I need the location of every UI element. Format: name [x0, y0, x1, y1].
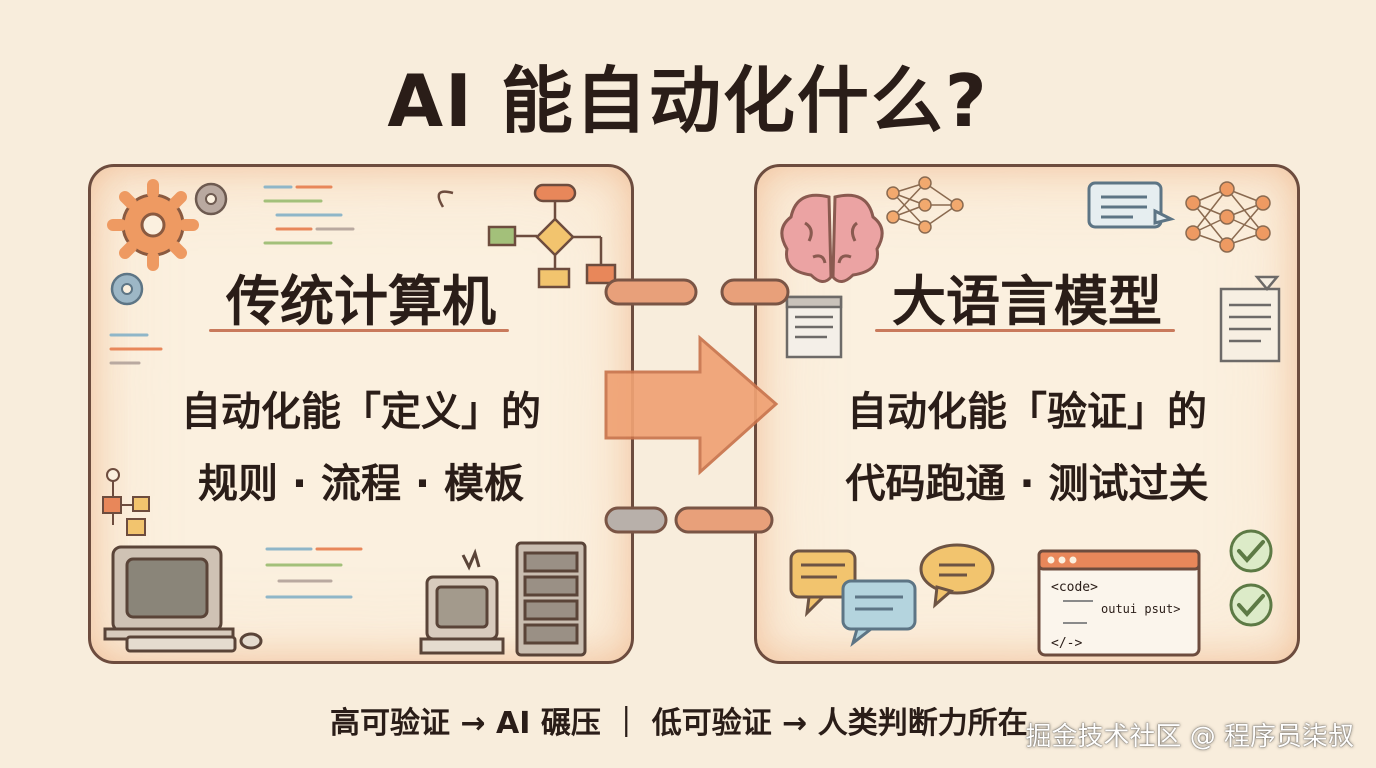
- footer-summary: 高可验证 → AI 碾压 ｜ 低可验证 → 人类判断力所在: [330, 706, 1028, 741]
- llm-heading: 大语言模型: [892, 270, 1162, 333]
- code-line-2: outui psut>: [1101, 602, 1180, 616]
- gear-icon: [107, 179, 199, 271]
- server-rack-icon: [515, 541, 587, 657]
- gear-icon: [110, 272, 144, 306]
- code-line-3: </->: [1051, 636, 1082, 651]
- chat-bubble-icon: [919, 543, 995, 609]
- code-line-1: <code>: [1051, 580, 1098, 595]
- neural-network-icon: [1185, 181, 1271, 253]
- traditional-computer-line1: 自动化能「定义」的: [181, 389, 541, 435]
- check-icon: [1229, 583, 1273, 627]
- llm-illustrations: <code> outui psut> </->: [780, 176, 1281, 657]
- document-icon: [785, 295, 843, 359]
- page-title: AI 能自动化什么?: [387, 59, 989, 143]
- llm-line1: 自动化能「验证」的: [847, 389, 1207, 435]
- heading-underline: [875, 329, 1175, 332]
- brain-icon: [780, 193, 884, 283]
- traditional-computer-heading: 传统计算机: [226, 270, 496, 333]
- llm-line2: 代码跑通 · 测试过关: [845, 461, 1209, 507]
- watermark: 掘金技术社区 @ 程序员柒叔: [1025, 722, 1354, 752]
- neural-network-icon: [886, 176, 964, 234]
- chat-bubble-icon: [1087, 181, 1176, 229]
- gear-icon: [194, 182, 228, 216]
- traditional-computer-panel: 传统计算机 自动化能「定义」的 规则 · 流程 · 模板: [88, 164, 634, 664]
- check-icon: [1229, 529, 1273, 573]
- code-window-icon: <code> outui psut> </->: [1037, 549, 1201, 657]
- retro-computer-icon: [419, 548, 505, 655]
- chat-bubble-icon: [841, 579, 917, 648]
- traditional-computer-line2: 规则 · 流程 · 模板: [197, 461, 525, 507]
- llm-panel: <code> outui psut> </-> 大语言模型 自动化能「验证」的 …: [754, 164, 1300, 664]
- flowchart-icon: [102, 468, 150, 536]
- heading-underline: [209, 329, 509, 332]
- retro-computer-icon: [103, 545, 263, 653]
- traditional-computer-illustrations: [102, 179, 617, 657]
- chat-bubble-icon: [789, 549, 857, 618]
- document-icon: [1219, 275, 1281, 363]
